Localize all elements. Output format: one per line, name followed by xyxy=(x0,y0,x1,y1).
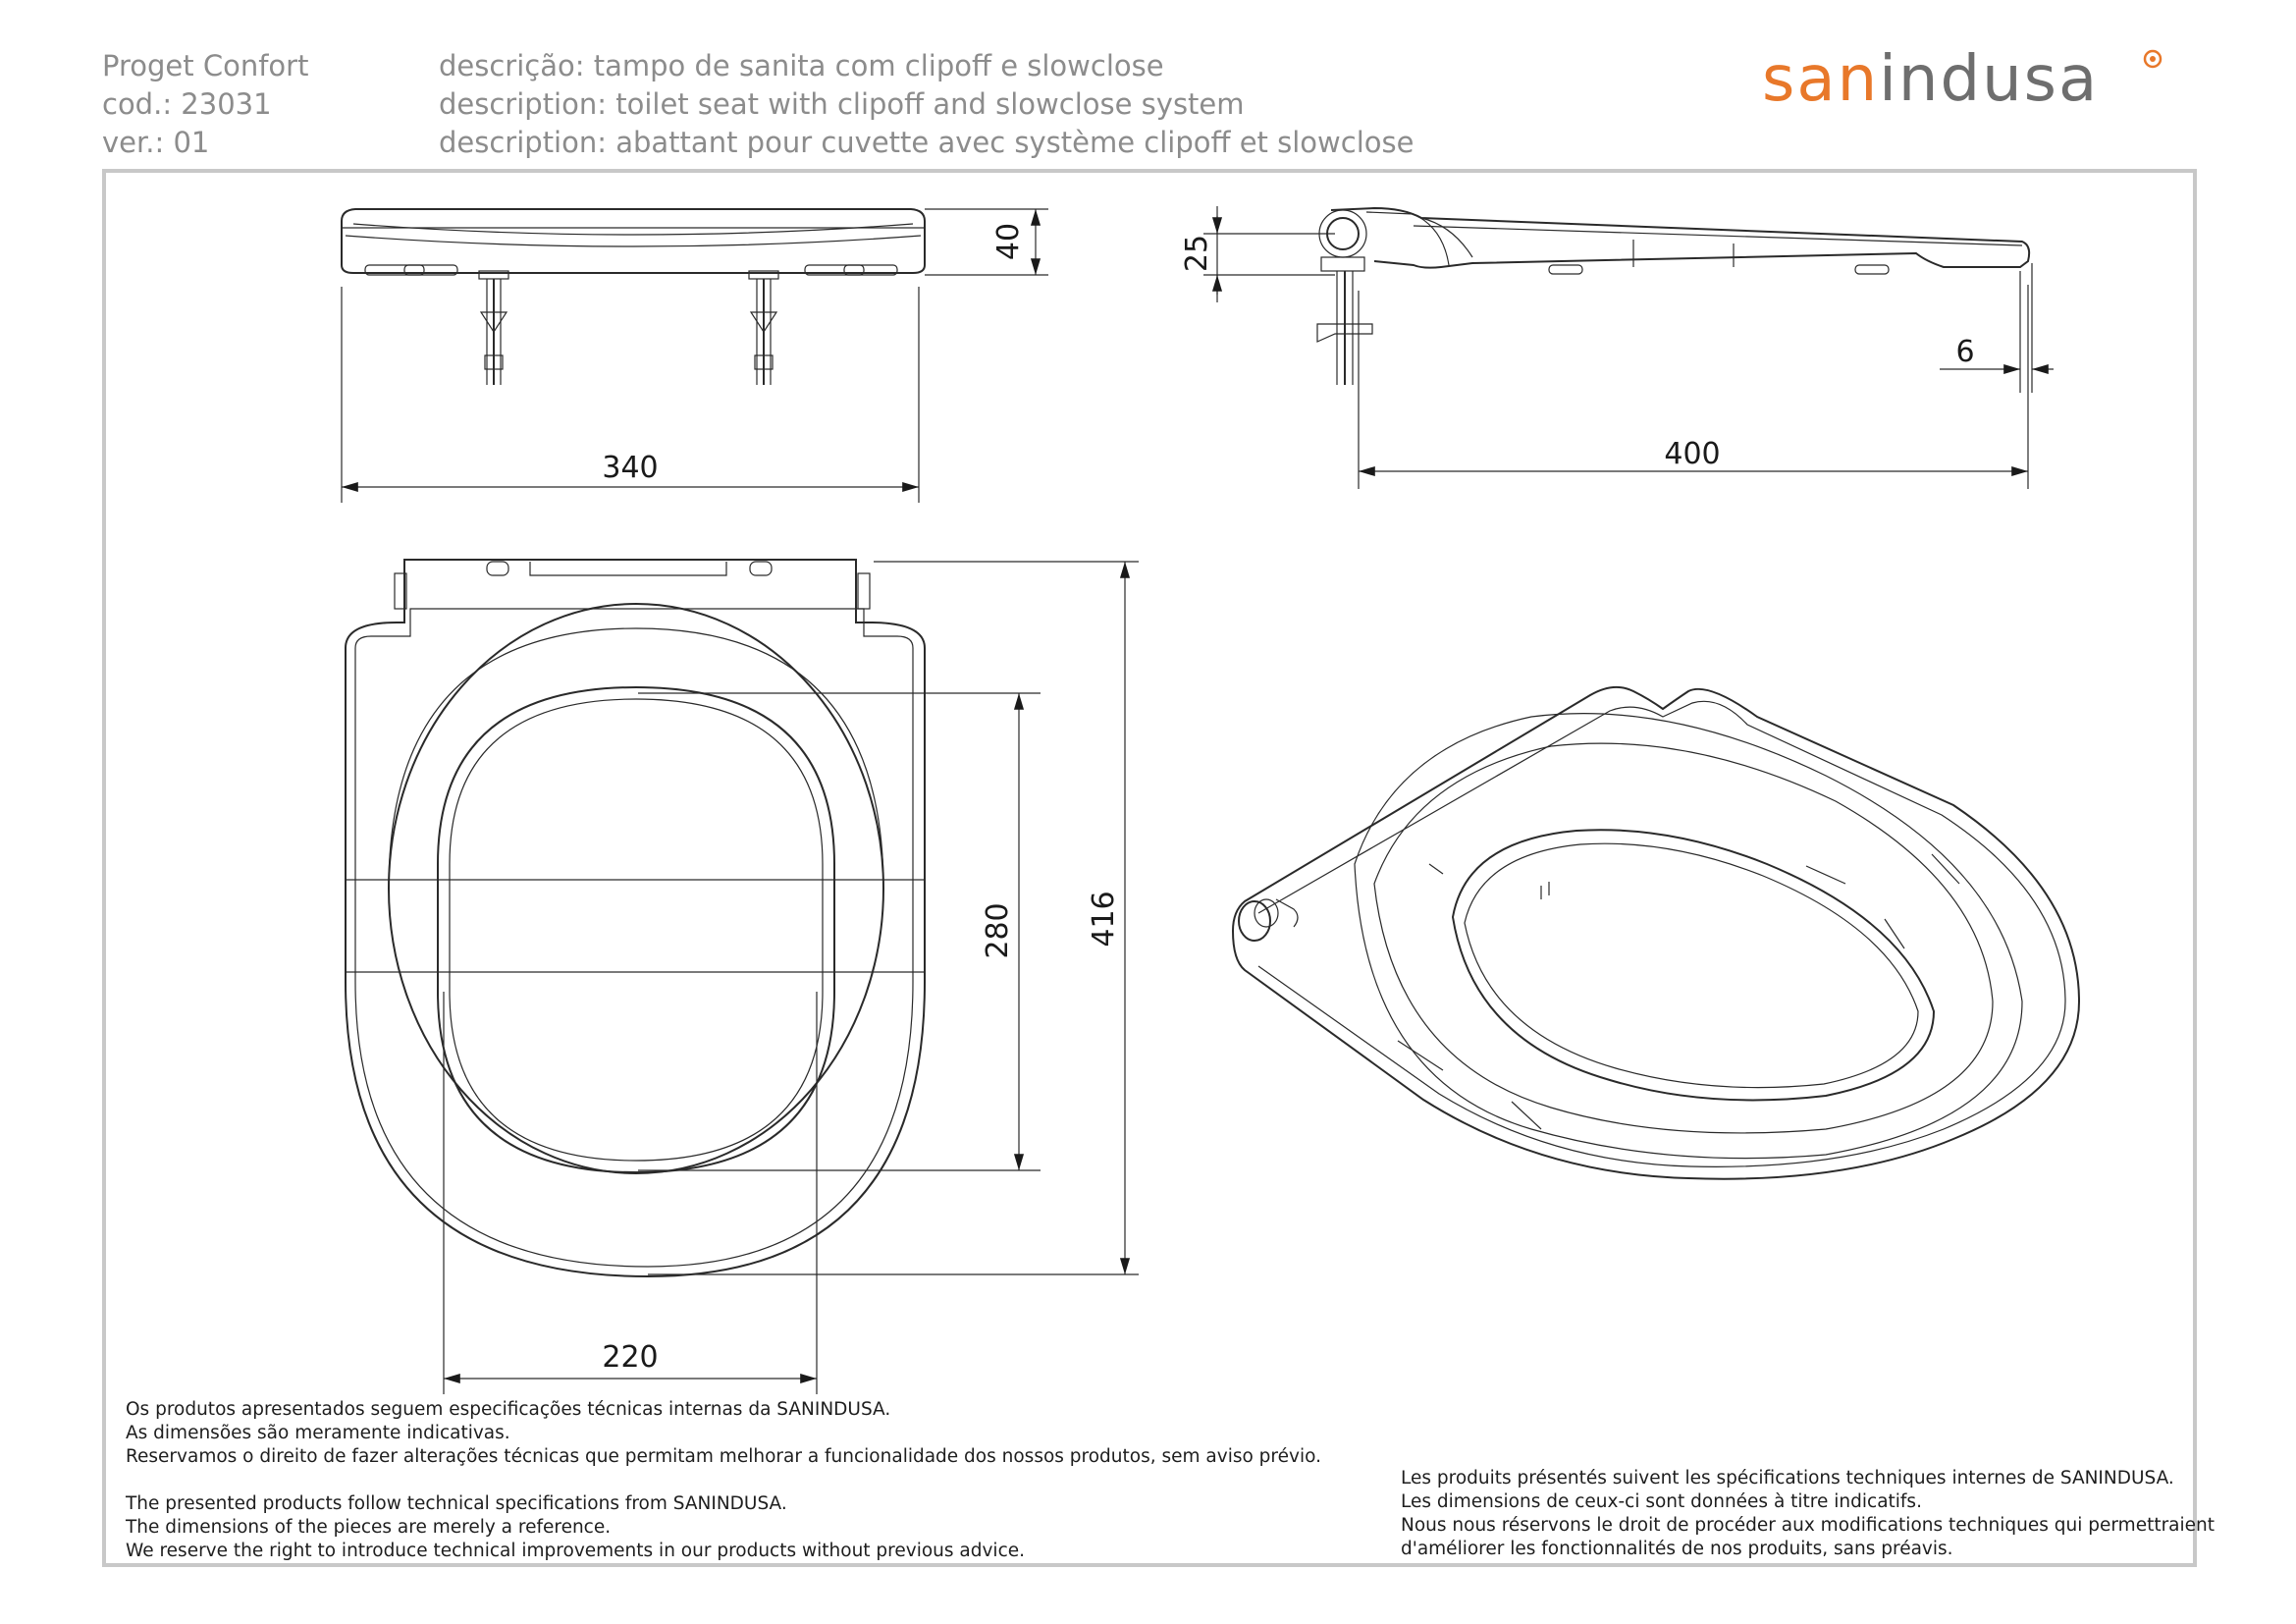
note-fr-line-1: Les produits présentés suivent les spéci… xyxy=(1401,1468,2174,1489)
dim-front-height: 40 xyxy=(991,223,1026,260)
note-pt-line-3: Reservamos o direito de fazer alterações… xyxy=(126,1446,1321,1467)
logo-text-indusa: indusa xyxy=(1879,43,2099,110)
plan-view: 280 416 220 xyxy=(345,559,1139,1394)
product-descriptions: descrição: tampo de sanita com clipoff e… xyxy=(439,47,1414,162)
disclaimer-left: Os produtos apresentados seguem especifi… xyxy=(126,1398,1321,1563)
front-view: 40 340 xyxy=(341,208,1048,503)
svg-text:sanindusa: sanindusa xyxy=(1762,43,2099,110)
dim-plan-inner-length: 280 xyxy=(981,902,1015,958)
product-version: ver.: 01 xyxy=(102,126,210,159)
disclaimer-right: Les produits présentés suivent les spéci… xyxy=(1401,1467,2215,1561)
note-fr-line-4: d'améliorer les fonctionnalités de nos p… xyxy=(1401,1539,1953,1559)
product-code: cod.: 23031 xyxy=(102,87,272,121)
sanindusa-logo: sanindusa xyxy=(1762,43,2163,110)
side-view: 25 6 400 xyxy=(1180,206,2054,489)
note-fr-line-3: Nous nous réservons le droit de procéder… xyxy=(1401,1515,2216,1536)
dim-front-width: 340 xyxy=(602,451,658,485)
bolt-left xyxy=(478,270,509,385)
note-en-line-3: We reserve the right to introduce techni… xyxy=(126,1541,1026,1561)
description-pt: descrição: tampo de sanita com clipoff e… xyxy=(439,49,1164,82)
note-pt-line-1: Os produtos apresentados seguem especifi… xyxy=(126,1399,891,1420)
product-name: Proget Confort xyxy=(102,49,309,82)
logo-text-san: san xyxy=(1762,43,1879,110)
dim-plan-total-length: 416 xyxy=(1087,891,1121,947)
logo-mark-icon xyxy=(2143,49,2163,69)
description-fr: description: abattant pour cuvette avec … xyxy=(439,126,1415,159)
dim-side-offset: 6 xyxy=(1955,335,1974,369)
hinge-knob-icon xyxy=(1238,898,1299,942)
note-fr-line-2: Les dimensions de ceux-ci sont données à… xyxy=(1401,1491,1922,1512)
description-en: description: toilet seat with clipoff an… xyxy=(439,87,1245,121)
note-en-line-2: The dimensions of the pieces are merely … xyxy=(126,1517,612,1538)
product-info: Proget Confort cod.: 23031 ver.: 01 xyxy=(102,47,308,162)
note-pt-line-2: As dimensões são meramente indicativas. xyxy=(126,1423,510,1443)
isometric-view xyxy=(1231,685,2081,1180)
dim-side-hinge: 25 xyxy=(1180,235,1214,272)
bolt-right xyxy=(748,270,779,385)
dim-side-length: 400 xyxy=(1664,437,1720,471)
dim-plan-inner-width: 220 xyxy=(602,1340,658,1375)
drawing-frame xyxy=(102,169,2197,1567)
note-en-line-1: The presented products follow technical … xyxy=(126,1493,787,1514)
